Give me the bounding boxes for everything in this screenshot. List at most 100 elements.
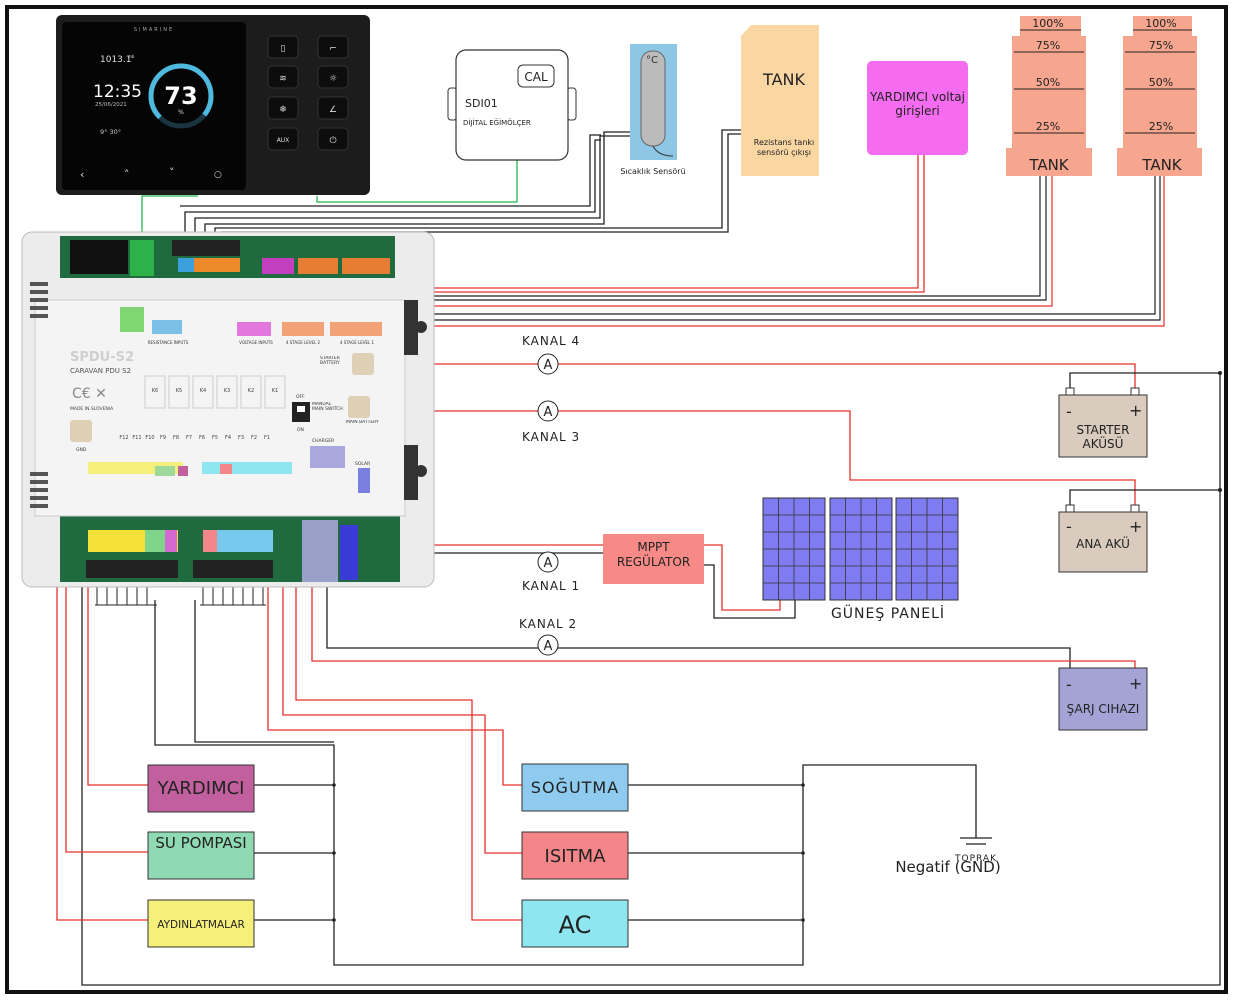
load-su-pompasi: SU POMPASI (147, 831, 255, 880)
tank1-level-25: 25% (1036, 120, 1060, 133)
ammeter-kanal3-symbol: A (544, 405, 553, 420)
wire-tank2-b (370, 176, 1161, 321)
tank2-label: TANK (1141, 156, 1182, 174)
load-aydinlatmalar: AYDINLATMALAR (147, 899, 255, 948)
tilt-sensor: CAL SDI01 DİJİTAL EĞİMÖLÇER (447, 49, 577, 161)
harness-right (200, 580, 266, 606)
wire-right-ground (81, 373, 1221, 986)
pdu-unit: RESISTANCE INPUTS VOLTAGE INPUTS 4 STAGE… (21, 231, 435, 588)
display-date: 25/06/2021 (95, 102, 127, 108)
pdu-relays (144, 375, 286, 409)
wire-mppt-solar-red (704, 544, 781, 611)
ammeter-kanal3 (537, 400, 559, 422)
pdu-subtitle: CARAVAN PDU S2 (70, 367, 131, 375)
power-icon: ⏻ (329, 135, 336, 146)
solar-panels (762, 497, 959, 601)
tilt-cal-label: CAL (524, 70, 548, 84)
tank1-level-50: 50% (1036, 76, 1060, 89)
main-battery: - + ANA AKÜ (1058, 504, 1148, 573)
display-pressure-unit: mb (128, 54, 135, 59)
aux-button-label: AUX (277, 137, 290, 144)
load-isitma-label: ISITMA (545, 846, 607, 867)
nav-down-icon[interactable]: ˅ (169, 166, 175, 179)
starter-minus: - (1066, 402, 1072, 421)
wire-starter-neg (1069, 372, 1220, 392)
load-isitma: ISITMA (521, 831, 629, 880)
kanal3-label: KANAL 3 (522, 430, 580, 444)
pdu-voltage-label: VOLTAGE INPUTS (239, 340, 273, 345)
main-minus: - (1066, 517, 1072, 536)
wire-temp-sensor (194, 135, 630, 245)
display-nav-icons: ‹ ˄ ˅ ○ (80, 166, 222, 181)
display-temp: 9° 30° (100, 128, 121, 136)
fuse-f4: F4 (225, 435, 231, 441)
tilt-cal-button[interactable] (517, 64, 555, 88)
kanal4-label: KANAL 4 (522, 334, 580, 348)
heat-icon: ≋ (279, 74, 287, 84)
tank2-level-25: 25% (1149, 120, 1173, 133)
faucet-icon: ⌐ (329, 44, 337, 54)
fuse-f2: F2 (251, 435, 257, 441)
ammeter-kanal2 (537, 634, 559, 656)
display-buttons[interactable] (267, 35, 349, 151)
nav-left-icon[interactable]: ‹ (80, 168, 84, 181)
starter-battery: - + STARTER AKÜSÜ (1058, 387, 1148, 458)
pdu-stage2-label: 4 STAGE LEVEL 2 (286, 340, 321, 345)
pdu-solar-label: SOLAR (355, 461, 370, 467)
pdu-made-in: MADE IN SLOVENIA (70, 406, 114, 412)
simarine-display: SIMARINE 1013.1 mb 12:35 25/06/2021 9° 3… (56, 15, 370, 195)
aux-voltage-inputs: YARDIMCI voltaj girişleri (867, 61, 968, 155)
load-aydinlatmalar-label: AYDINLATMALAR (157, 919, 245, 931)
starter-plus: + (1129, 401, 1142, 420)
wire-kanal3 (372, 410, 1136, 508)
relay-k6: K6 (152, 388, 158, 394)
tank1-level-100: 100% (1032, 17, 1063, 30)
fuse-f5: F5 (212, 435, 218, 441)
kanal2-label: KANAL 2 (519, 617, 577, 631)
display-gauge-fill (148, 63, 214, 129)
ammeter-kanal1 (537, 551, 559, 573)
ammeter-kanal4-symbol: A (544, 358, 553, 373)
tank1-label: TANK (1028, 156, 1069, 174)
fuse-f6: F6 (199, 435, 205, 441)
relay-k1: K1 (272, 388, 278, 394)
wire-left-neg-b (194, 600, 334, 743)
aux-voltage-label: YARDIMCI voltaj girişleri (870, 90, 965, 119)
pdu-main-terminal (348, 396, 370, 418)
display-value: 73 (164, 82, 197, 110)
tank-1: 100% 75% 50% 25% TANK (1006, 16, 1092, 176)
fuse-f8: F8 (173, 435, 179, 441)
fuse-f3: F3 (238, 435, 244, 441)
load-yardimci: YARDIMCI (147, 764, 255, 813)
tank2-level-75: 75% (1149, 39, 1173, 52)
wire-main-neg (1069, 489, 1220, 508)
mppt-regulator: MPPT REGÜLATOR (603, 534, 704, 584)
charger-label: ŞARJ CIHAZI (1067, 702, 1140, 716)
display-unit: % (178, 109, 184, 116)
relay-k2: K2 (248, 388, 254, 394)
ammeters: A A A A (537, 353, 559, 656)
temp-sensor-caption: Sıcaklık Sensörü (620, 167, 685, 176)
fuse-f7: F7 (186, 435, 192, 441)
load-yardimci-label: YARDIMCI (157, 778, 245, 799)
ammeter-kanal1-symbol: A (544, 556, 553, 571)
pdu-charger-label: CHARGER (312, 438, 334, 444)
tank2-level-100: 100% (1145, 17, 1176, 30)
temp-sensor-symbol: °C (646, 55, 658, 66)
tilt-model: SDI01 (465, 97, 498, 110)
nav-home-icon[interactable]: ○ (214, 170, 222, 180)
junction-dots (332, 371, 1222, 922)
wire-kanal2-black (326, 585, 1071, 668)
main-plus: + (1129, 517, 1142, 536)
fuse-f9: F9 (160, 435, 166, 441)
wire-temp-sensor-2 (204, 131, 630, 245)
wire-isitma-red (282, 470, 522, 854)
wire-tank1-red (340, 176, 1053, 307)
resist-tank-sensor: TANK Rezistans tankı sensörü çıkışı (741, 25, 819, 176)
ground-label: Negatif (GND) (895, 858, 1000, 876)
wire-left-neg-a (154, 600, 977, 966)
pdu-starter-label: STARTER BATTERY (320, 356, 340, 367)
nav-up-icon[interactable]: ˄ (124, 168, 130, 181)
